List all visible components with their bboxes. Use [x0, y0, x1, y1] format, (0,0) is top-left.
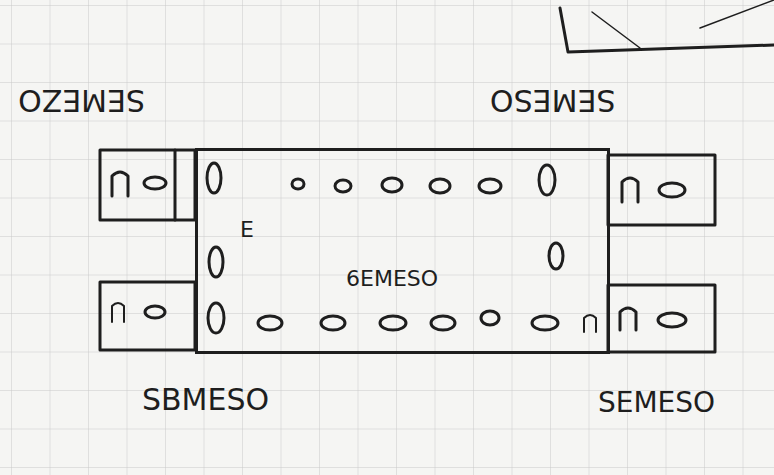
side-seat-box — [100, 282, 195, 350]
table-name: 6EMESO — [346, 267, 438, 291]
seat-label: SEMESO — [490, 84, 616, 117]
side-seat-box — [608, 285, 715, 352]
chair — [479, 179, 501, 193]
table: 6EMESO — [195, 148, 610, 354]
seat-mark — [144, 177, 166, 189]
chair — [539, 165, 555, 195]
chair — [549, 243, 563, 269]
side-seat-box — [100, 150, 195, 220]
chair — [532, 316, 558, 330]
seat-mark — [584, 315, 596, 332]
chair — [209, 247, 223, 277]
seat-mark — [658, 313, 686, 327]
seat-mark — [620, 308, 636, 330]
seat-label: E — [240, 218, 254, 242]
seat-mark — [145, 306, 165, 318]
chair — [481, 311, 499, 325]
chair — [431, 316, 455, 330]
chair — [335, 180, 351, 192]
corner-line — [560, 8, 774, 52]
seat-label: SEMEZO — [18, 84, 145, 117]
seat-mark — [112, 303, 124, 322]
seat-mark — [659, 183, 685, 197]
corner-line — [700, 0, 774, 28]
seat-mark — [622, 178, 638, 202]
chair — [430, 179, 450, 193]
seat-label: SEMESO — [598, 388, 715, 419]
seat-mark — [112, 172, 128, 196]
chair — [258, 316, 282, 330]
chair — [380, 316, 406, 330]
divider — [174, 150, 177, 220]
chair — [292, 179, 304, 189]
side-seat-box — [608, 155, 715, 225]
chair — [207, 163, 221, 193]
chair — [208, 303, 224, 333]
chair — [382, 178, 402, 192]
corner-line — [592, 12, 640, 48]
seat-label: SBMESO — [142, 383, 269, 416]
chair — [321, 316, 345, 330]
